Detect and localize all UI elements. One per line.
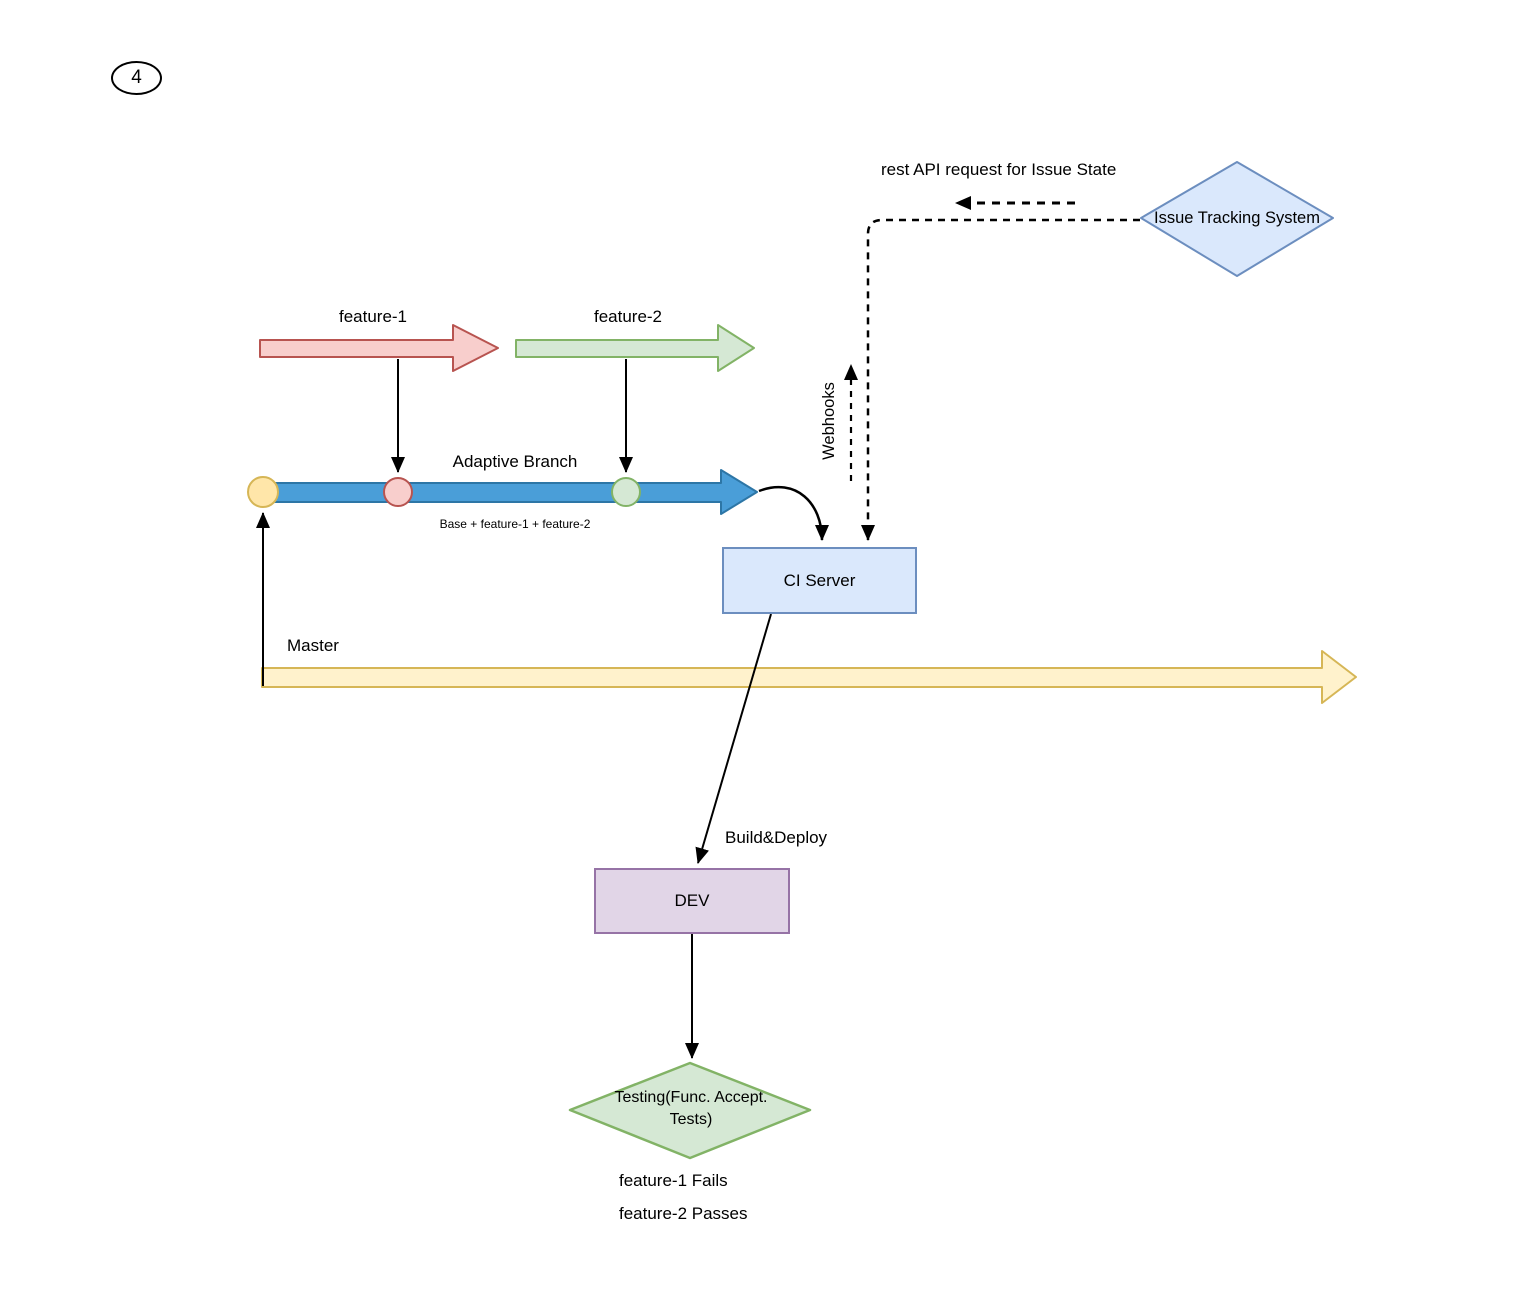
commit-dot-feature2 [611, 477, 641, 507]
feature2-branch-arrow [515, 324, 755, 372]
dev-label: DEV [674, 891, 710, 910]
step-number: 4 [131, 67, 142, 88]
issue-tracking-label: Issue Tracking System [1154, 208, 1320, 227]
test-result-feature2-label: feature-2 Passes [619, 1204, 748, 1223]
issue-tracking-to-ci-dashed [861, 218, 1140, 541]
ci-server-label: CI Server [783, 570, 856, 590]
dev-box [594, 868, 790, 934]
test-result-feature1-label: feature-1 Fails [619, 1171, 728, 1190]
ci-to-dev-connector [695, 613, 772, 864]
issue-tracking-diamond [1140, 161, 1334, 277]
feature1-branch-label: feature-1 [338, 307, 408, 326]
ci-server-box [722, 547, 917, 614]
commit-dot-feature1 [383, 477, 413, 507]
adaptive-to-ci-connector [758, 485, 829, 541]
adaptive-branch-arrow [261, 469, 758, 515]
webhooks-label: Webhooks [820, 382, 838, 460]
rest-api-request-label: rest API request for Issue State [881, 160, 1117, 179]
testing-diamond [568, 1061, 812, 1160]
step-number-badge: 4 [111, 61, 162, 95]
master-branch-arrow [261, 650, 1357, 704]
adaptive-branch-composition-label: Base + feature-1 + feature-2 [439, 517, 591, 531]
master-branch-label: Master [287, 636, 339, 655]
feature1-branch-arrow [259, 324, 499, 372]
adaptive-branch-label: Adaptive Branch [452, 452, 578, 471]
feature2-branch-label: feature-2 [593, 307, 663, 326]
commit-dot-base [247, 476, 279, 508]
testing-label: Testing(Func. Accept. Tests) [614, 1089, 768, 1128]
build-deploy-label: Build&Deploy [725, 828, 828, 847]
